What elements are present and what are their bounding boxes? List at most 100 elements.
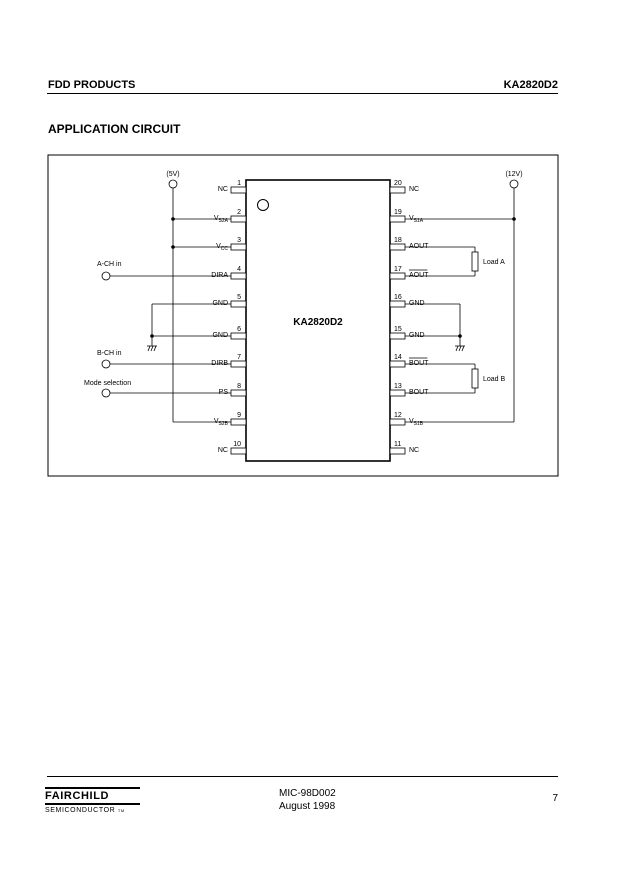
pin-number: 10 bbox=[233, 441, 241, 448]
pin-stub bbox=[389, 332, 406, 340]
pin-number: 2 bbox=[237, 209, 241, 216]
doc-code: MIC-98D002 bbox=[279, 788, 336, 799]
pin-number: 17 bbox=[394, 266, 402, 273]
pin-stub bbox=[230, 186, 247, 194]
pin-number: 6 bbox=[237, 326, 241, 333]
header-part-number: KA2820D2 bbox=[503, 79, 558, 91]
header-rule bbox=[47, 93, 558, 94]
pin-stub bbox=[230, 360, 247, 368]
pin-label: VS1B bbox=[409, 418, 424, 427]
pin-stub bbox=[230, 332, 247, 340]
supply-12v-label: (12V) bbox=[505, 171, 522, 178]
pin-number: 13 bbox=[394, 383, 402, 390]
doc-date: August 1998 bbox=[279, 801, 336, 812]
pin-label: BOUT bbox=[409, 389, 429, 396]
pin-stub bbox=[389, 243, 406, 251]
pin-label: GND bbox=[409, 332, 425, 339]
load-b-resistor-icon bbox=[471, 368, 479, 389]
pin-stub bbox=[389, 418, 406, 426]
pin-label: PS bbox=[219, 389, 229, 396]
ground-symbol-right-icon bbox=[455, 345, 465, 352]
pin-number: 5 bbox=[237, 294, 241, 301]
pin-stub bbox=[230, 300, 247, 308]
pin-number: 20 bbox=[394, 180, 402, 187]
pin-number: 3 bbox=[237, 237, 241, 244]
logo-bar-bottom bbox=[45, 803, 140, 805]
load-a-resistor-icon bbox=[471, 251, 479, 272]
pin-stub bbox=[389, 300, 406, 308]
pin-number: 11 bbox=[394, 441, 401, 448]
pin-stub bbox=[230, 215, 247, 223]
section-title: APPLICATION CIRCUIT bbox=[48, 122, 181, 136]
supply-5v-terminal-icon bbox=[168, 179, 178, 189]
pin-label: VS1A bbox=[409, 215, 424, 224]
logo-subtitle-text: SEMICONDUCTOR bbox=[45, 807, 116, 814]
pin-number: 18 bbox=[394, 237, 402, 244]
wiring bbox=[110, 188, 515, 423]
b-ch-input-label: B-CH in bbox=[97, 350, 122, 357]
pin-label: GND bbox=[212, 332, 228, 339]
pin-label: DIRB bbox=[211, 360, 228, 367]
pin-label: AOUT bbox=[409, 243, 429, 250]
pin-8: 8PS bbox=[219, 383, 247, 397]
pin-label: DIRA bbox=[211, 272, 228, 279]
fairchild-logo: FAIRCHILD SEMICONDUCTOR TM bbox=[45, 786, 140, 816]
pin-stub bbox=[230, 272, 247, 280]
ic-body bbox=[245, 179, 391, 462]
left-pin-group: 1NC2VS2A3VCC4DIRA5GND6GND7DIRB8PS9VS2B10… bbox=[211, 180, 247, 455]
pin-stub bbox=[230, 389, 247, 397]
a-ch-input-label: A-CH in bbox=[97, 261, 122, 268]
junction-dots bbox=[150, 217, 516, 338]
pin-stub bbox=[230, 447, 247, 455]
pin-label: NC bbox=[409, 447, 419, 454]
pin-label: NC bbox=[218, 447, 228, 454]
pin-number: 14 bbox=[394, 354, 402, 361]
pin-number: 8 bbox=[237, 383, 241, 390]
pin-stub bbox=[389, 215, 406, 223]
mode-selection-terminal-icon bbox=[101, 388, 111, 398]
pin-label: VS2A bbox=[214, 215, 229, 224]
pin-number: 12 bbox=[394, 412, 402, 419]
supply-12v-terminal-icon bbox=[509, 179, 519, 189]
supply-5v-label: (5V) bbox=[166, 171, 179, 178]
pin-stub bbox=[389, 272, 406, 280]
pin-label: VCC bbox=[216, 243, 228, 252]
pin-stub bbox=[389, 186, 406, 194]
pin-number: 7 bbox=[237, 354, 241, 361]
page-number: 7 bbox=[552, 793, 558, 804]
diagram-frame bbox=[47, 154, 559, 477]
a-ch-input-terminal-icon bbox=[101, 271, 111, 281]
logo-trademark: TM bbox=[117, 808, 125, 813]
pin-stub bbox=[230, 243, 247, 251]
footer-rule bbox=[47, 776, 558, 777]
pin-label: GND bbox=[212, 300, 228, 307]
logo-wordmark: FAIRCHILD bbox=[45, 790, 110, 802]
ground-symbol-left-icon bbox=[147, 345, 157, 352]
pin-stub bbox=[230, 418, 247, 426]
footer-doc-info: MIC-98D002 August 1998 bbox=[279, 787, 336, 813]
pin-number: 9 bbox=[237, 412, 241, 419]
pin-label: NC bbox=[218, 186, 228, 193]
load-a-label: Load A bbox=[483, 259, 505, 266]
pin-label: AOUT bbox=[409, 272, 429, 279]
pin-stub bbox=[389, 447, 406, 455]
ic-name: KA2820D2 bbox=[293, 317, 343, 328]
pin-number: 19 bbox=[394, 209, 402, 216]
b-ch-input-terminal-icon bbox=[101, 359, 111, 369]
